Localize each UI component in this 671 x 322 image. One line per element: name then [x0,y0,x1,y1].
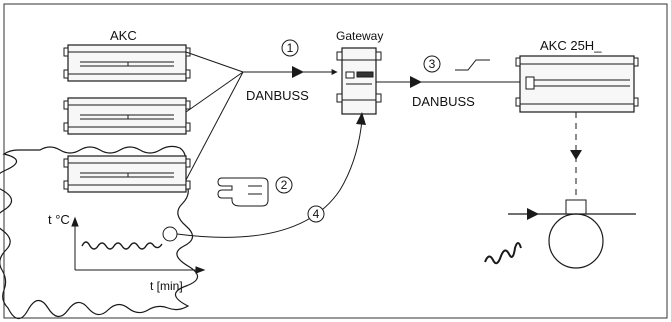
danbuss-label-right: DANBUSS [412,94,475,109]
measurement-enclosure [0,145,199,320]
time-axis-label: t [min] [150,279,183,293]
signal-step-icon [455,59,490,71]
akc-label: AKC [110,28,137,43]
temperature-graph [71,216,206,274]
step-4-number: 4 [313,207,320,221]
bus-arrow-left [292,66,304,78]
step-1-marker [281,39,299,57]
step-2-number: 2 [281,178,288,192]
step-3-marker [423,55,441,73]
step-2-marker [275,176,293,194]
pointing-hand-icon [217,177,269,207]
control-signal-arrow [570,150,582,160]
akc-controller-1 [63,44,191,82]
akc-controller-2 [63,97,191,135]
akc25h-label: AKC 25H_ [540,38,602,53]
diagram-frame [3,3,668,319]
bus-lines-left [185,51,338,181]
akc-controller-3 [63,155,191,193]
bus-arrow-right [410,76,422,88]
akc25h-controller [515,55,639,113]
step-4-marker [307,205,325,223]
solenoid-valve-icon [508,199,636,269]
temperature-axis-label: t °C [48,212,70,227]
feedback-curve [176,119,363,238]
heat-wave-icon [484,242,522,265]
step-1-number: 1 [287,41,294,55]
gateway-device [336,47,382,115]
danbuss-label-left: DANBUSS [246,88,309,103]
feedback-arrow [356,112,366,125]
step-3-number: 3 [429,57,436,71]
gateway-label: Gateway [336,29,383,43]
